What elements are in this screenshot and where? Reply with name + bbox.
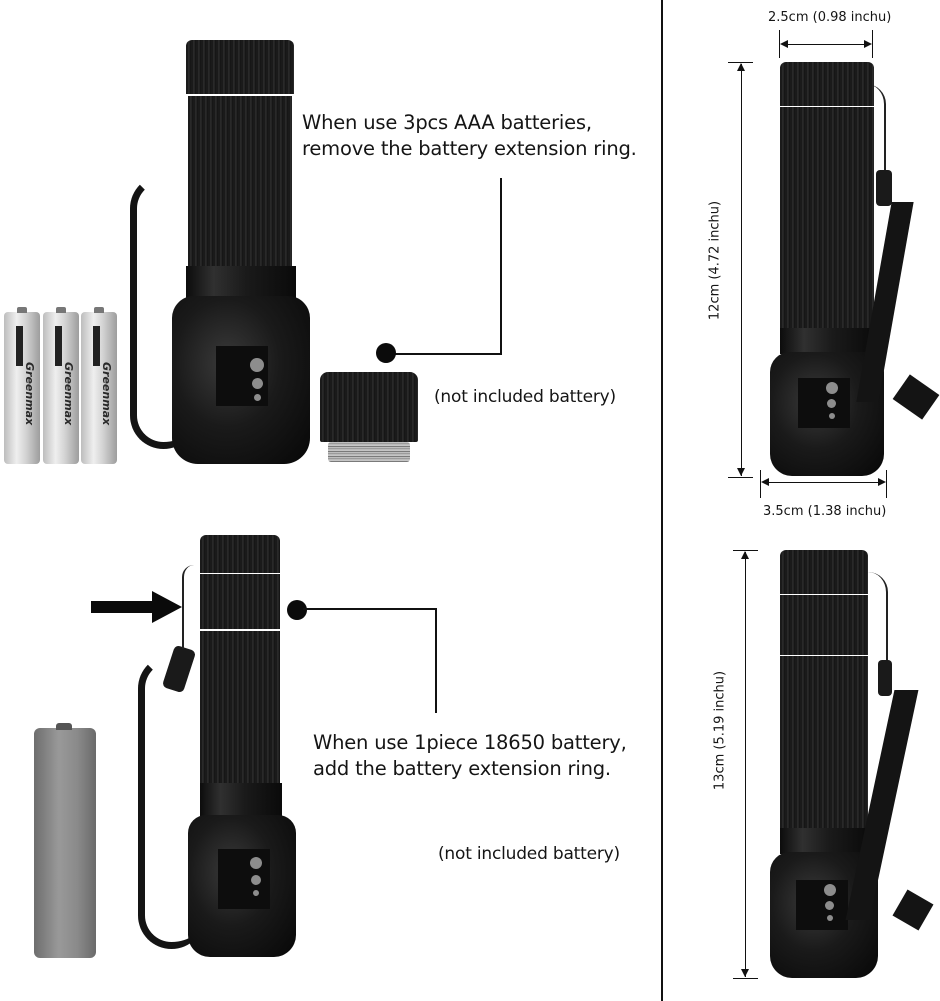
flashlight-barrel — [780, 107, 874, 329]
strap-cord — [850, 572, 888, 672]
battery-brand: Greenmax — [62, 362, 75, 426]
battery-brand: Greenmax — [23, 362, 36, 426]
battery-extension-ring — [780, 595, 868, 655]
zoom-indicator-medium — [252, 378, 263, 389]
flashlight-18650-config — [130, 535, 320, 965]
base-dimension-tick-right — [886, 470, 887, 498]
arrow-right-icon — [878, 478, 886, 486]
flashlight-neck — [186, 266, 296, 298]
zoom-indicator-small — [827, 915, 833, 921]
zoom-indicator-panel — [796, 880, 848, 930]
extension-ring-thread — [328, 442, 410, 462]
battery-label-band — [93, 326, 100, 366]
zoom-indicator-large — [824, 884, 836, 896]
width-dimension-tick-left — [779, 30, 780, 58]
arrow-left-icon — [761, 478, 769, 486]
base-dimension-tick-left — [760, 470, 761, 498]
height-dimension-tick-bottom — [728, 477, 753, 478]
flashlight-neck — [780, 828, 870, 854]
battery-tip — [17, 307, 27, 313]
zoom-indicator-small — [254, 394, 261, 401]
zoom-indicator-medium — [825, 901, 834, 910]
zoom-indicator-small — [253, 890, 259, 896]
battery-label-band — [55, 326, 62, 366]
arrow-up-icon — [737, 63, 745, 71]
width-dimension-line — [782, 44, 869, 45]
extension-ring-body — [320, 372, 418, 442]
zoom-indicator-small — [829, 413, 835, 419]
aaa-battery-note: (not included battery) — [434, 387, 616, 407]
pointer-arrow-shaft — [91, 601, 155, 613]
flashlight-head — [172, 296, 310, 464]
flashlight-barrel — [188, 96, 292, 266]
18650-battery — [34, 723, 96, 958]
strap-cord — [182, 565, 196, 649]
flashlight-barrel — [200, 631, 280, 783]
battery-tip — [94, 307, 104, 313]
height-dimension-tick-top — [728, 62, 753, 63]
flashlight-neck — [200, 783, 282, 817]
zoom-indicator-large — [826, 382, 838, 394]
callout-line-horizontal — [392, 353, 502, 355]
flashlight-barrel — [780, 656, 868, 828]
flashlight-head — [188, 815, 296, 957]
callout-line-vertical — [500, 178, 502, 355]
base-dimension-label: 3.5cm (1.38 inchu) — [763, 504, 887, 519]
wrist-strap — [138, 655, 205, 949]
width-dimension-tick-right — [872, 30, 873, 58]
callout-dot-icon — [376, 343, 396, 363]
flashlight-long-view — [770, 550, 940, 980]
callout-line-horizontal — [303, 608, 437, 610]
battery-tip — [56, 723, 72, 730]
battery-tip — [56, 307, 66, 313]
battery-brand: Greenmax — [100, 362, 113, 426]
flashlight-aaa-config — [130, 40, 320, 480]
zoom-indicator-large — [250, 358, 264, 372]
height-dimension-line — [741, 64, 742, 476]
zoom-indicator-panel — [218, 849, 270, 909]
flashlight-tail-cap — [186, 40, 294, 94]
arrow-left-icon — [780, 40, 788, 48]
section-divider — [661, 0, 663, 1001]
18650-instruction-line1: When use 1piece 18650 battery, — [313, 731, 627, 754]
callout-dot-icon — [287, 600, 307, 620]
wrist-strap — [130, 175, 197, 449]
zoom-indicator-medium — [827, 399, 836, 408]
strap-cord — [854, 84, 886, 194]
flashlight-neck — [780, 328, 876, 354]
zoom-indicator-panel — [798, 378, 850, 428]
flashlight-short-view — [770, 62, 940, 478]
base-dimension-line — [763, 482, 884, 483]
height-dimension-line — [745, 552, 746, 977]
battery-label-band — [16, 326, 23, 366]
flashlight-tail-cap — [200, 535, 280, 573]
arrow-down-icon — [737, 468, 745, 476]
height-dimension-tick-top — [733, 550, 758, 551]
aaa-battery: Greenmax — [4, 307, 40, 464]
18650-instruction-line2: add the battery extension ring. — [313, 757, 611, 780]
battery-extension-ring — [320, 372, 418, 464]
18650-battery-note: (not included battery) — [438, 844, 620, 864]
aaa-instruction-line1: When use 3pcs AAA batteries, — [302, 111, 592, 134]
aaa-battery: Greenmax — [81, 307, 117, 464]
zoom-indicator-large — [250, 857, 262, 869]
aaa-instruction-line2: remove the battery extension ring. — [302, 137, 637, 160]
arrow-down-icon — [741, 969, 749, 977]
height-dimension-label: 13cm (5.19 inchu) — [712, 670, 728, 791]
width-dimension-label: 2.5cm (0.98 inchu) — [768, 10, 892, 25]
wrist-strap-end — [892, 374, 940, 420]
callout-line-vertical — [435, 608, 437, 713]
battery-extension-ring — [200, 574, 280, 629]
right-arrow-icon — [152, 591, 182, 623]
arrow-up-icon — [741, 551, 749, 559]
aaa-battery: Greenmax — [43, 307, 79, 464]
strap-toggle — [876, 170, 892, 206]
height-dimension-label: 12cm (4.72 inchu) — [707, 200, 723, 321]
wrist-strap-end — [892, 889, 934, 931]
strap-toggle — [878, 660, 892, 696]
arrow-right-icon — [864, 40, 872, 48]
zoom-indicator-medium — [251, 875, 261, 885]
height-dimension-tick-bottom — [733, 978, 758, 979]
